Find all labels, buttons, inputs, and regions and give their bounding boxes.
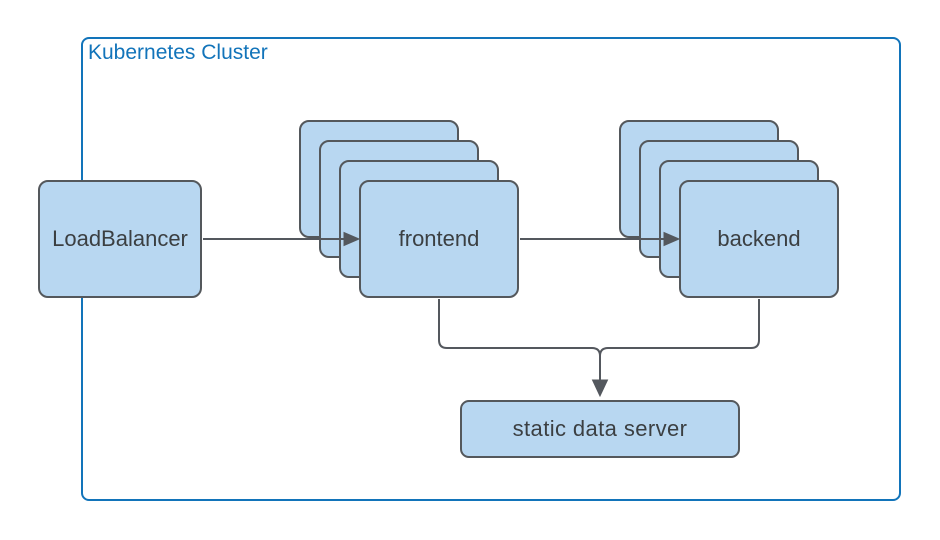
loadbalancer-node-label: LoadBalancer (52, 226, 188, 251)
static-data-server-label: static data server (512, 416, 688, 441)
backend-node-label: backend (717, 226, 801, 251)
loadbalancer-node: LoadBalancer (38, 180, 202, 298)
frontend-node-label: frontend (398, 226, 480, 251)
backend-node: backend (679, 180, 839, 298)
static-data-server-node: static data server (460, 400, 740, 458)
cluster-title: Kubernetes Cluster (88, 41, 268, 64)
frontend-node: frontend (359, 180, 519, 298)
